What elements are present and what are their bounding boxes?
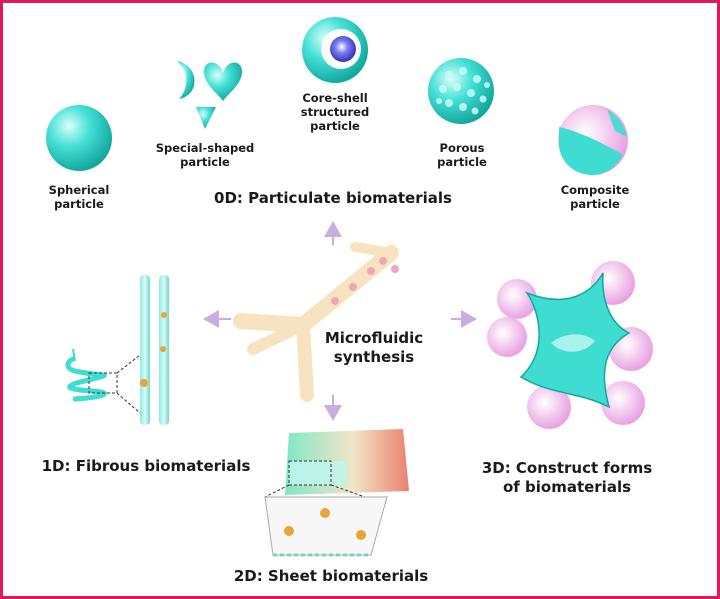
special-shaped-particle-label: Special-shaped particle <box>149 141 261 169</box>
label-line: Special-shaped <box>155 141 255 155</box>
center-label: Microfluidic synthesis <box>319 329 429 367</box>
diagram-graphics <box>46 17 653 557</box>
fiber-icon <box>65 275 169 425</box>
porous-particle-label: Porous particle <box>427 141 497 169</box>
label-line: structured <box>300 105 370 119</box>
center-label-line: synthesis <box>333 348 415 366</box>
three-d-title-line: 3D: Construct forms <box>481 459 653 477</box>
three-d-title: 3D: Construct forms of biomaterials <box>469 459 665 497</box>
label-line: particle <box>180 155 230 169</box>
spherical-particle-icon <box>46 105 112 171</box>
core-shell-particle-icon <box>302 17 368 83</box>
core-shell-particle-label: Core-shell structured particle <box>295 91 375 133</box>
sheet-icon <box>264 429 409 557</box>
center-label-line: Microfluidic <box>324 329 424 347</box>
construct-3d-icon <box>487 261 653 429</box>
label-line: Porous <box>439 141 485 155</box>
two-d-title: 2D: Sheet biomaterials <box>233 567 429 585</box>
label-line: particle <box>310 119 360 133</box>
label-line: particle <box>437 155 487 169</box>
special-shaped-particle-icon <box>177 61 243 129</box>
label-line: particle <box>570 197 620 211</box>
composite-particle-icon <box>558 105 628 175</box>
porous-particle-icon <box>428 58 494 124</box>
direction-arrows <box>203 221 477 421</box>
composite-particle-label: Composite particle <box>555 183 635 211</box>
spherical-particle-label: Spherical particle <box>39 183 119 211</box>
label-line: particle <box>54 197 104 211</box>
three-d-title-line: of biomaterials <box>502 478 632 496</box>
one-d-title: 1D: Fibrous biomaterials <box>41 457 251 475</box>
label-line: Composite <box>560 183 630 197</box>
zero-d-title: 0D: Particulate biomaterials <box>214 189 452 207</box>
label-line: Spherical <box>48 183 110 197</box>
microfluidic-chip-icon <box>233 242 399 402</box>
label-line: Core-shell <box>302 91 368 105</box>
